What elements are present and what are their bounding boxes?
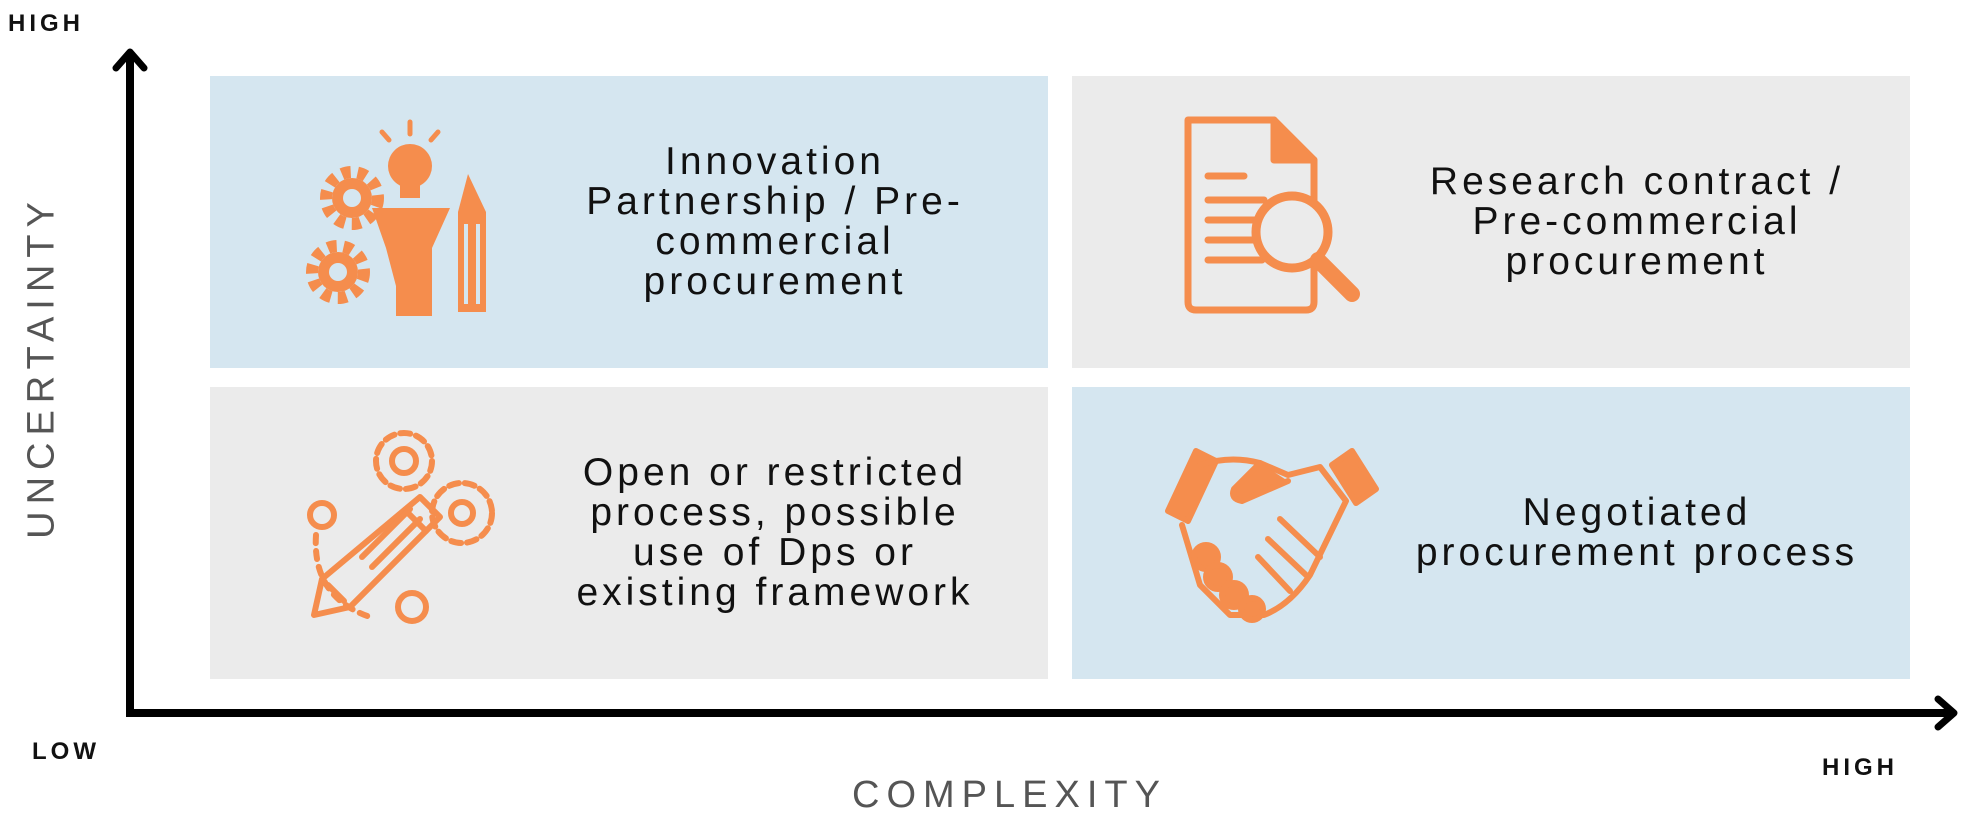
y-axis-high-label: HIGH <box>8 10 84 37</box>
quadrant-label: Open or restricted process, possible use… <box>576 451 974 614</box>
x-axis-title: COMPLEXITY <box>852 774 1167 816</box>
quadrant-text-innovation: Innovation Partnership / Pre-commercial … <box>550 76 1000 368</box>
y-axis-title: UNCERTAINTY <box>20 195 63 539</box>
quadrant-text-research: Research contract / Pre-commercial procu… <box>1412 76 1862 368</box>
y-axis-low-label: LOW <box>32 738 100 765</box>
pencil-gears-icon <box>300 417 500 627</box>
x-axis-arrowhead <box>1934 695 1958 731</box>
x-axis-high-label: HIGH <box>1822 754 1898 781</box>
quadrant-label: Negotiated procurement process <box>1415 491 1859 574</box>
quadrant-negotiated: Negotiated procurement process <box>1072 387 1910 679</box>
handshake-icon <box>1160 445 1379 655</box>
quadrant-text-negotiated: Negotiated procurement process <box>1412 387 1862 679</box>
quadrant-innovation-partnership: Innovation Partnership / Pre-commercial … <box>210 76 1048 368</box>
quadrant-open-restricted: Open or restricted process, possible use… <box>210 387 1048 679</box>
innovation-gears-bulb-icon <box>300 116 500 326</box>
document-search-icon <box>1174 112 1374 322</box>
quadrant-research-contract: Research contract / Pre-commercial procu… <box>1072 76 1910 368</box>
quadrant-label: Innovation Partnership / Pre-commercial … <box>586 140 964 303</box>
quadrant-label: Research contract / Pre-commercial procu… <box>1429 160 1845 283</box>
quadrant-text-open-restricted: Open or restricted process, possible use… <box>550 387 1000 679</box>
y-axis-arrowhead <box>112 48 148 72</box>
